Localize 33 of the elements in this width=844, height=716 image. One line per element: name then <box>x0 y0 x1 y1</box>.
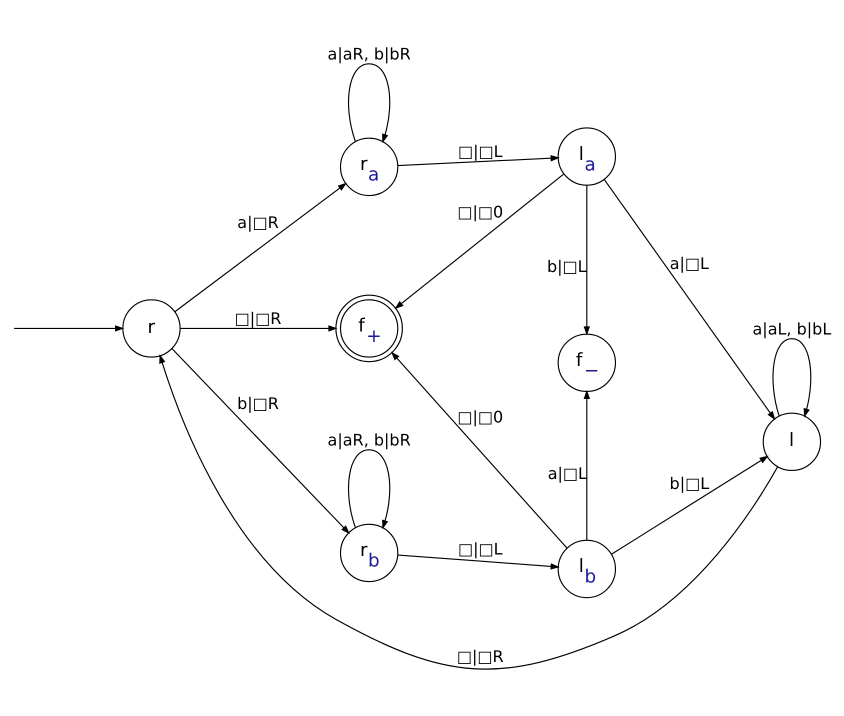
arrow <box>584 185 590 336</box>
edge-label: a|□R <box>237 212 279 232</box>
arrow <box>172 348 350 534</box>
arrow <box>584 390 590 540</box>
arrow <box>604 179 776 420</box>
arrow <box>394 174 564 310</box>
edge-label: a|aR, b|bR <box>328 430 411 450</box>
arrow <box>159 354 778 670</box>
arrow <box>174 182 347 312</box>
edge-label: □|□0 <box>457 202 504 222</box>
arrow <box>390 352 568 548</box>
node-circle: l <box>762 412 822 472</box>
edge-label: b|□L <box>670 474 710 494</box>
edge-label: □|□L <box>458 539 503 558</box>
edge-label: b|□R <box>237 394 279 413</box>
node-circle: r <box>122 299 181 358</box>
edge-label: a|aL, b|bL <box>752 319 832 338</box>
arrow <box>398 554 560 570</box>
arrow <box>348 449 390 530</box>
edge-label: a|□L <box>548 464 587 483</box>
edge-label: b|□L <box>546 257 587 276</box>
edge-label: □|□R <box>456 647 504 666</box>
edge-label: □|□L <box>458 142 503 161</box>
arrow <box>772 338 812 418</box>
arrow <box>398 155 560 166</box>
edge-label: □|□R <box>234 309 282 328</box>
arrow <box>14 325 124 332</box>
edge-label: a|aR, b|bR <box>328 44 411 64</box>
arrow <box>611 456 769 555</box>
arrow <box>180 325 338 332</box>
arrow <box>348 63 390 144</box>
edge-label: a|□L <box>670 254 709 274</box>
edge-label: □|□0 <box>457 408 504 427</box>
